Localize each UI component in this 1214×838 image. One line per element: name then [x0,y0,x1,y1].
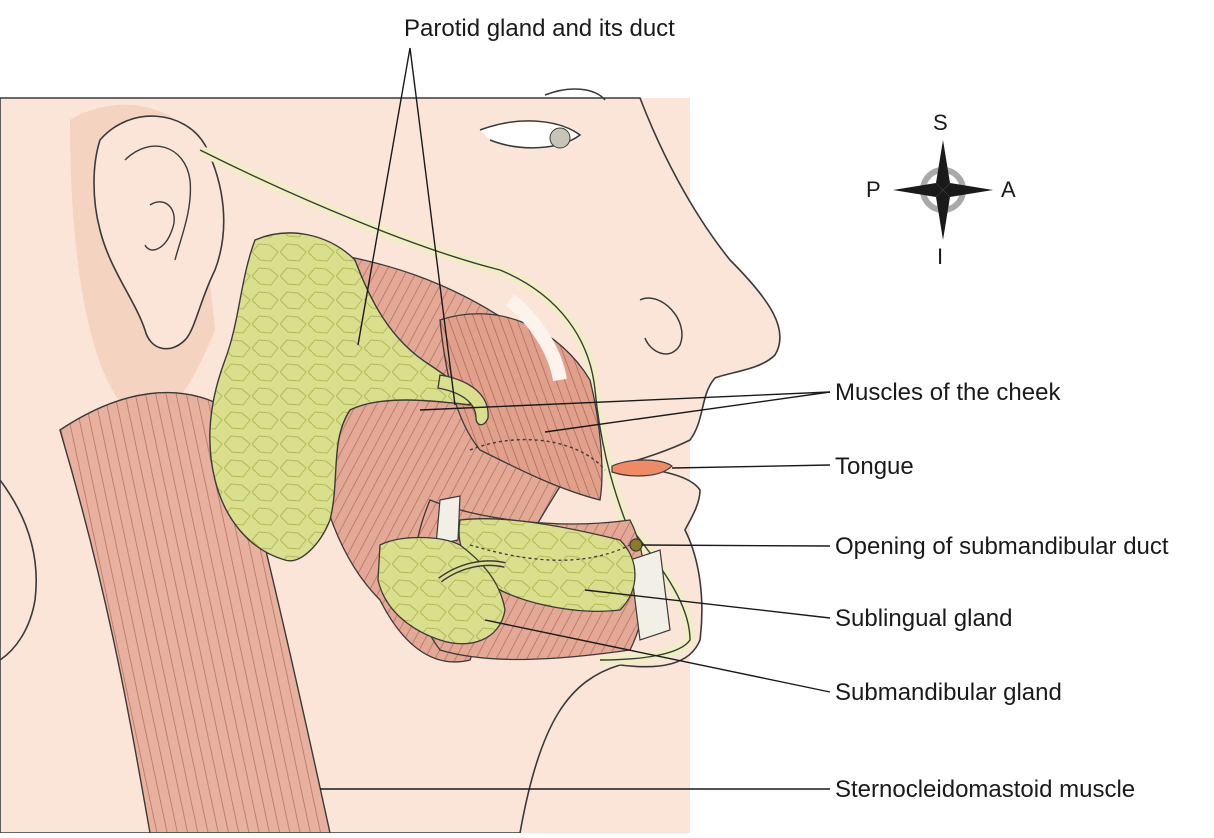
leader-tongue [672,465,830,468]
label-cheek-muscles: Muscles of the cheek [835,381,1060,405]
compass-inferior: I [937,246,943,268]
label-submandibular-duct-opening: Opening of submandibular duct [835,535,1169,559]
label-sublingual-gland: Sublingual gland [835,607,1012,631]
compass-superior: S [933,112,948,134]
label-submandibular-gland: Submandibular gland [835,681,1062,705]
compass-posterior: P [866,179,881,201]
submandibular-duct-opening [630,539,642,551]
label-tongue: Tongue [835,455,914,479]
iris [550,128,570,148]
label-sternocleidomastoid: Sternocleidomastoid muscle [835,778,1135,802]
leader-duct-opening [642,545,830,546]
label-parotid-gland: Parotid gland and its duct [404,17,675,41]
compass-anterior: A [1001,179,1016,201]
orientation-compass [893,140,993,240]
